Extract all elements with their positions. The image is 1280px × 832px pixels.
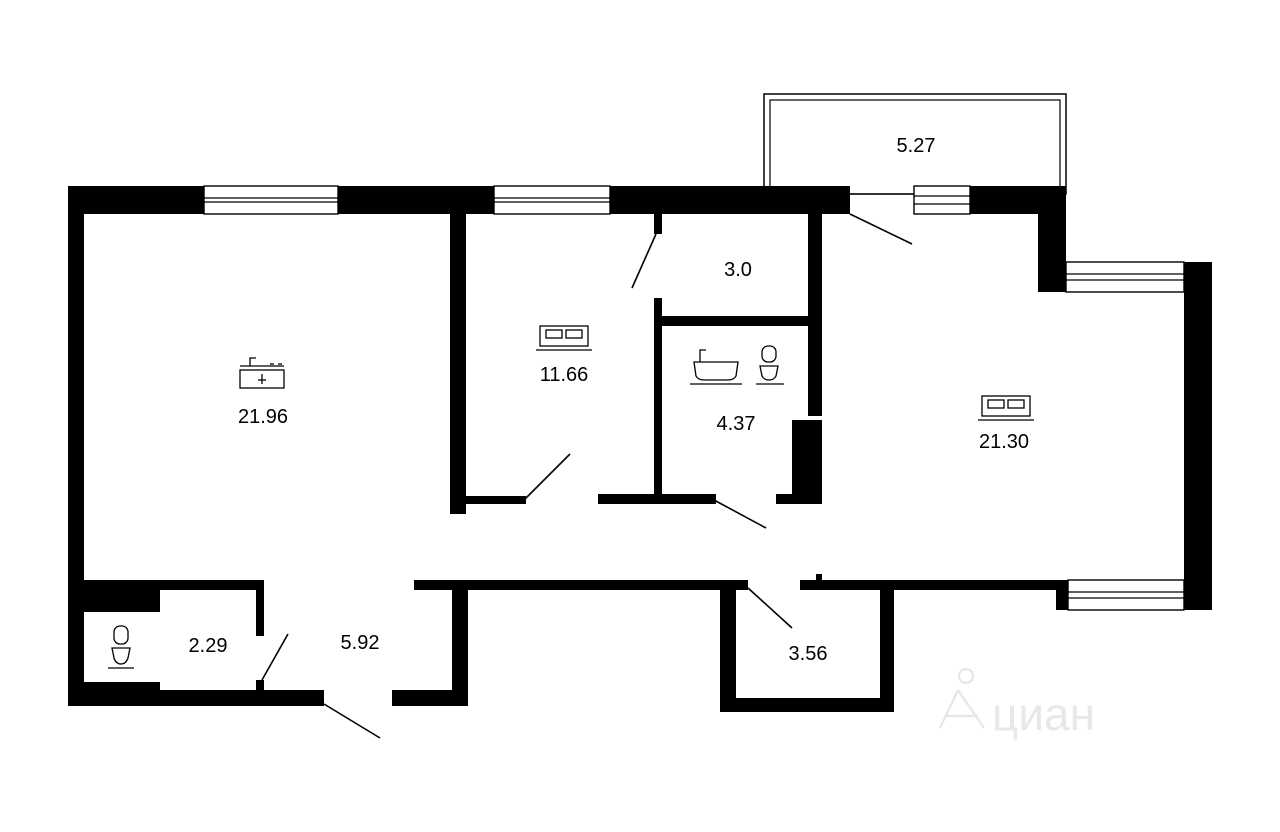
room-area-living: 21.96: [238, 406, 288, 428]
room-area-bedroom-large: 21.30: [979, 431, 1029, 453]
window-balcony: [913, 185, 971, 215]
door-balcony: [849, 213, 913, 245]
room-area-bedroom-small: 11.66: [540, 364, 589, 386]
bathtub-icon: [690, 349, 742, 385]
kitchen-sink-icon: [239, 357, 285, 389]
bed-icon: [978, 395, 1034, 421]
room-area-toilet: 2.29: [189, 635, 228, 657]
room-area-closet: 3.0: [724, 259, 752, 281]
walls: [68, 186, 1212, 712]
windows: [203, 185, 1185, 611]
room-area-storage: 3.56: [789, 643, 828, 665]
door-bathroom: [713, 499, 767, 529]
door-bedroom-small: [523, 453, 571, 501]
room-area-hallway: 5.92: [341, 632, 380, 654]
window-bedroom-small: [493, 185, 611, 215]
window-bedroom-large-top: [1065, 261, 1185, 293]
toilet-icon: [108, 625, 134, 669]
toilet-icon: [756, 345, 784, 385]
door-closet: [631, 233, 657, 289]
door-entrance: [323, 703, 381, 739]
window-bedroom-large-bottom: [1067, 579, 1185, 611]
door-toilet: [261, 633, 289, 681]
room-area-balcony: 5.27: [897, 135, 936, 157]
doors: [261, 213, 913, 739]
room-area-bathroom: 4.37: [717, 413, 756, 435]
watermark-text: циан: [992, 688, 1095, 740]
watermark-logo: циан: [939, 667, 1095, 740]
window-living: [203, 185, 339, 215]
room-labels: 21.96 11.66 3.0 4.37 21.30 5.27 2.29 5.9…: [189, 135, 1030, 665]
door-storage: [747, 587, 793, 629]
bed-icon: [536, 325, 592, 351]
